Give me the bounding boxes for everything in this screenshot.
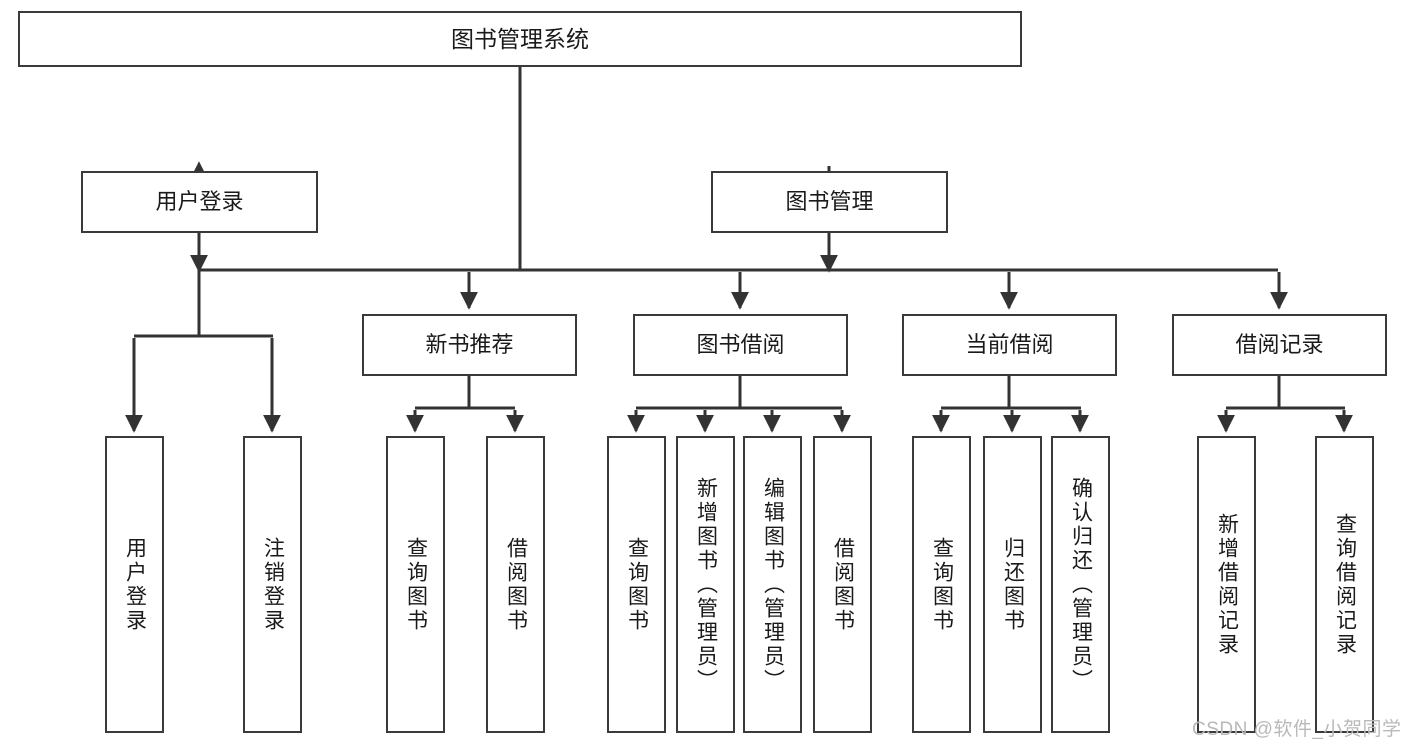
node-current-borrow[interactable]: 当前借阅 [902,314,1117,376]
node-root-label: 图书管理系统 [451,25,589,52]
node-leaf-borrow-book-label: 借阅图书 [831,536,855,633]
node-leaf-user-logout-label: 注销登录 [261,536,285,633]
node-borrow-record-label: 借阅记录 [1235,332,1324,358]
node-leaf-confirm-return-admin-label: 确认归还（管理员） [1069,476,1093,693]
node-leaf-user-login-label: 用户登录 [123,536,147,633]
node-leaf-add-borrow-record[interactable]: 新增借阅记录 [1197,436,1256,733]
node-leaf-query-borrow-record-label: 查询借阅记录 [1333,512,1357,657]
node-leaf-query-book-borrow-label: 查询图书 [625,536,649,633]
node-leaf-borrow-book[interactable]: 借阅图书 [813,436,872,733]
node-new-book-recommend[interactable]: 新书推荐 [362,314,577,376]
node-leaf-edit-book-admin-label: 编辑图书（管理员） [761,476,785,693]
node-user-login-label: 用户登录 [155,189,244,215]
node-leaf-query-borrow-record[interactable]: 查询借阅记录 [1315,436,1374,733]
node-leaf-edit-book-admin[interactable]: 编辑图书（管理员） [743,436,802,733]
node-leaf-query-book-borrow[interactable]: 查询图书 [607,436,666,733]
node-current-borrow-label: 当前借阅 [965,332,1054,358]
node-leaf-return-book[interactable]: 归还图书 [983,436,1042,733]
node-borrow-record[interactable]: 借阅记录 [1172,314,1387,376]
node-leaf-user-logout[interactable]: 注销登录 [243,436,302,733]
node-book-borrow-label: 图书借阅 [696,332,785,358]
node-leaf-borrow-book-rec[interactable]: 借阅图书 [486,436,545,733]
node-book-borrow[interactable]: 图书借阅 [633,314,848,376]
node-leaf-query-book-current-label: 查询图书 [930,536,954,633]
node-leaf-query-book-current[interactable]: 查询图书 [912,436,971,733]
node-book-manage[interactable]: 图书管理 [711,171,948,233]
node-leaf-query-book-rec[interactable]: 查询图书 [386,436,445,733]
node-leaf-add-borrow-record-label: 新增借阅记录 [1215,512,1239,657]
node-leaf-add-book-admin[interactable]: 新增图书（管理员） [676,436,735,733]
csdn-watermark: CSDN @软件_小贺同学 [1192,719,1402,740]
node-leaf-add-book-admin-label: 新增图书（管理员） [694,476,718,693]
node-new-book-recommend-label: 新书推荐 [425,332,514,358]
node-root[interactable]: 图书管理系统 [18,11,1022,67]
node-leaf-return-book-label: 归还图书 [1001,536,1025,633]
node-leaf-borrow-book-rec-label: 借阅图书 [504,536,528,633]
node-leaf-query-book-rec-label: 查询图书 [404,536,428,633]
node-leaf-confirm-return-admin[interactable]: 确认归还（管理员） [1051,436,1110,733]
node-leaf-user-login[interactable]: 用户登录 [105,436,164,733]
node-user-login[interactable]: 用户登录 [81,171,318,233]
node-book-manage-label: 图书管理 [785,189,874,215]
